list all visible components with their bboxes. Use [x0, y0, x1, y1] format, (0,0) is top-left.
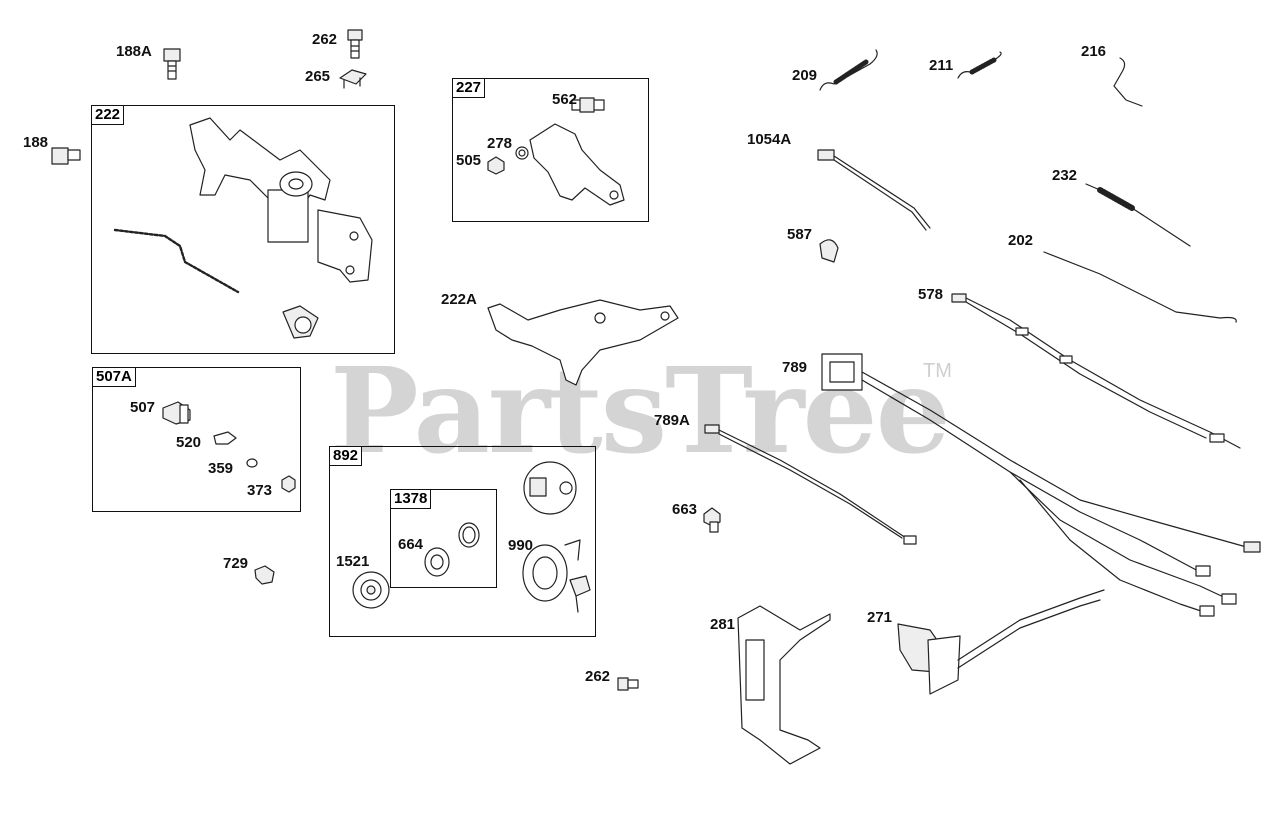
callout-578[interactable]: 578 — [918, 286, 944, 303]
part-202-rod[interactable] — [1044, 252, 1236, 322]
part-587-clamp[interactable] — [820, 240, 838, 262]
callout-265[interactable]: 265 — [305, 68, 331, 85]
callout-211[interactable]: 211 — [929, 57, 954, 74]
part-729-clip[interactable] — [255, 566, 274, 584]
callout-188a[interactable]: 188A — [116, 43, 152, 60]
group-tag-1378: 1378 — [390, 489, 432, 509]
callout-271[interactable]: 271 — [867, 609, 893, 626]
part-578-wire-harness[interactable] — [952, 294, 1240, 448]
callout-222a[interactable]: 222A — [441, 291, 477, 308]
part-232-spring[interactable] — [1086, 184, 1190, 246]
callout-587[interactable]: 587 — [787, 226, 813, 243]
part-222-governor-bracket[interactable] — [115, 118, 372, 338]
part-789-main-harness[interactable] — [822, 354, 1260, 616]
callout-505[interactable]: 505 — [456, 152, 482, 169]
part-373-nut[interactable] — [282, 476, 295, 492]
group-box-222[interactable]: 222 — [91, 105, 395, 354]
part-281-bracket[interactable] — [738, 606, 830, 764]
part-1521-bearing[interactable] — [353, 572, 389, 608]
callout-664[interactable]: 664 — [398, 536, 424, 553]
group-tag-222: 222 — [91, 105, 125, 125]
part-188a-bolt[interactable] — [164, 49, 180, 79]
part-262-screw-bottom[interactable] — [618, 678, 638, 690]
watermark-trademark: TM — [923, 360, 952, 382]
callout-663[interactable]: 663 — [672, 501, 698, 518]
callout-188[interactable]: 188 — [23, 134, 49, 151]
part-892-ignition-switch[interactable] — [524, 462, 576, 514]
part-216-rod[interactable] — [1114, 58, 1142, 106]
callout-789a[interactable]: 789A — [654, 412, 690, 429]
part-227-throttle-lever[interactable] — [488, 98, 624, 205]
part-507-terminal[interactable] — [163, 402, 190, 424]
callout-359[interactable]: 359 — [208, 460, 234, 477]
part-222a-bracket[interactable] — [488, 300, 678, 385]
group-tag-227: 227 — [452, 78, 486, 98]
part-1054a-cable-tie[interactable] — [818, 150, 930, 230]
callout-507[interactable]: 507 — [130, 399, 156, 416]
group-tag-892: 892 — [329, 446, 363, 466]
part-209-spring[interactable] — [820, 50, 877, 90]
part-359-washer[interactable] — [247, 459, 257, 467]
callout-373[interactable]: 373 — [247, 482, 273, 499]
part-188-bolt[interactable] — [52, 148, 80, 164]
group-box-1378[interactable]: 1378 — [390, 489, 497, 588]
part-262-screw-top[interactable] — [348, 30, 362, 58]
callout-562[interactable]: 562 — [552, 91, 578, 108]
callout-520[interactable]: 520 — [176, 434, 202, 451]
part-271-throttle-control[interactable] — [898, 590, 1104, 694]
callout-281[interactable]: 281 — [710, 616, 736, 633]
callout-232[interactable]: 232 — [1052, 167, 1078, 184]
part-664-nut[interactable] — [425, 548, 449, 576]
callout-1521[interactable]: 1521 — [336, 553, 370, 570]
callout-729[interactable]: 729 — [223, 555, 249, 572]
group-box-507a[interactable]: 507A — [92, 367, 301, 512]
part-265-clip[interactable] — [340, 70, 366, 88]
part-211-spring[interactable] — [958, 52, 1001, 78]
callout-990[interactable]: 990 — [508, 537, 534, 554]
callout-202[interactable]: 202 — [1008, 232, 1034, 249]
part-789a-harness[interactable] — [705, 425, 916, 544]
part-1378-washer[interactable] — [459, 523, 479, 547]
callout-262-top[interactable]: 262 — [312, 31, 338, 48]
callout-278[interactable]: 278 — [487, 135, 513, 152]
group-box-892[interactable]: 892 — [329, 446, 596, 637]
group-box-227[interactable]: 227 — [452, 78, 649, 222]
callout-209[interactable]: 209 — [792, 67, 818, 84]
group-tag-507a: 507A — [92, 367, 136, 387]
callout-789[interactable]: 789 — [782, 359, 808, 376]
part-990-key-bezel[interactable] — [523, 540, 590, 612]
callout-216[interactable]: 216 — [1081, 43, 1107, 60]
callout-262-bottom[interactable]: 262 — [585, 668, 611, 685]
callout-1054a[interactable]: 1054A — [747, 131, 792, 148]
part-520-clip[interactable] — [214, 432, 236, 444]
part-663-bolt[interactable] — [704, 508, 720, 532]
